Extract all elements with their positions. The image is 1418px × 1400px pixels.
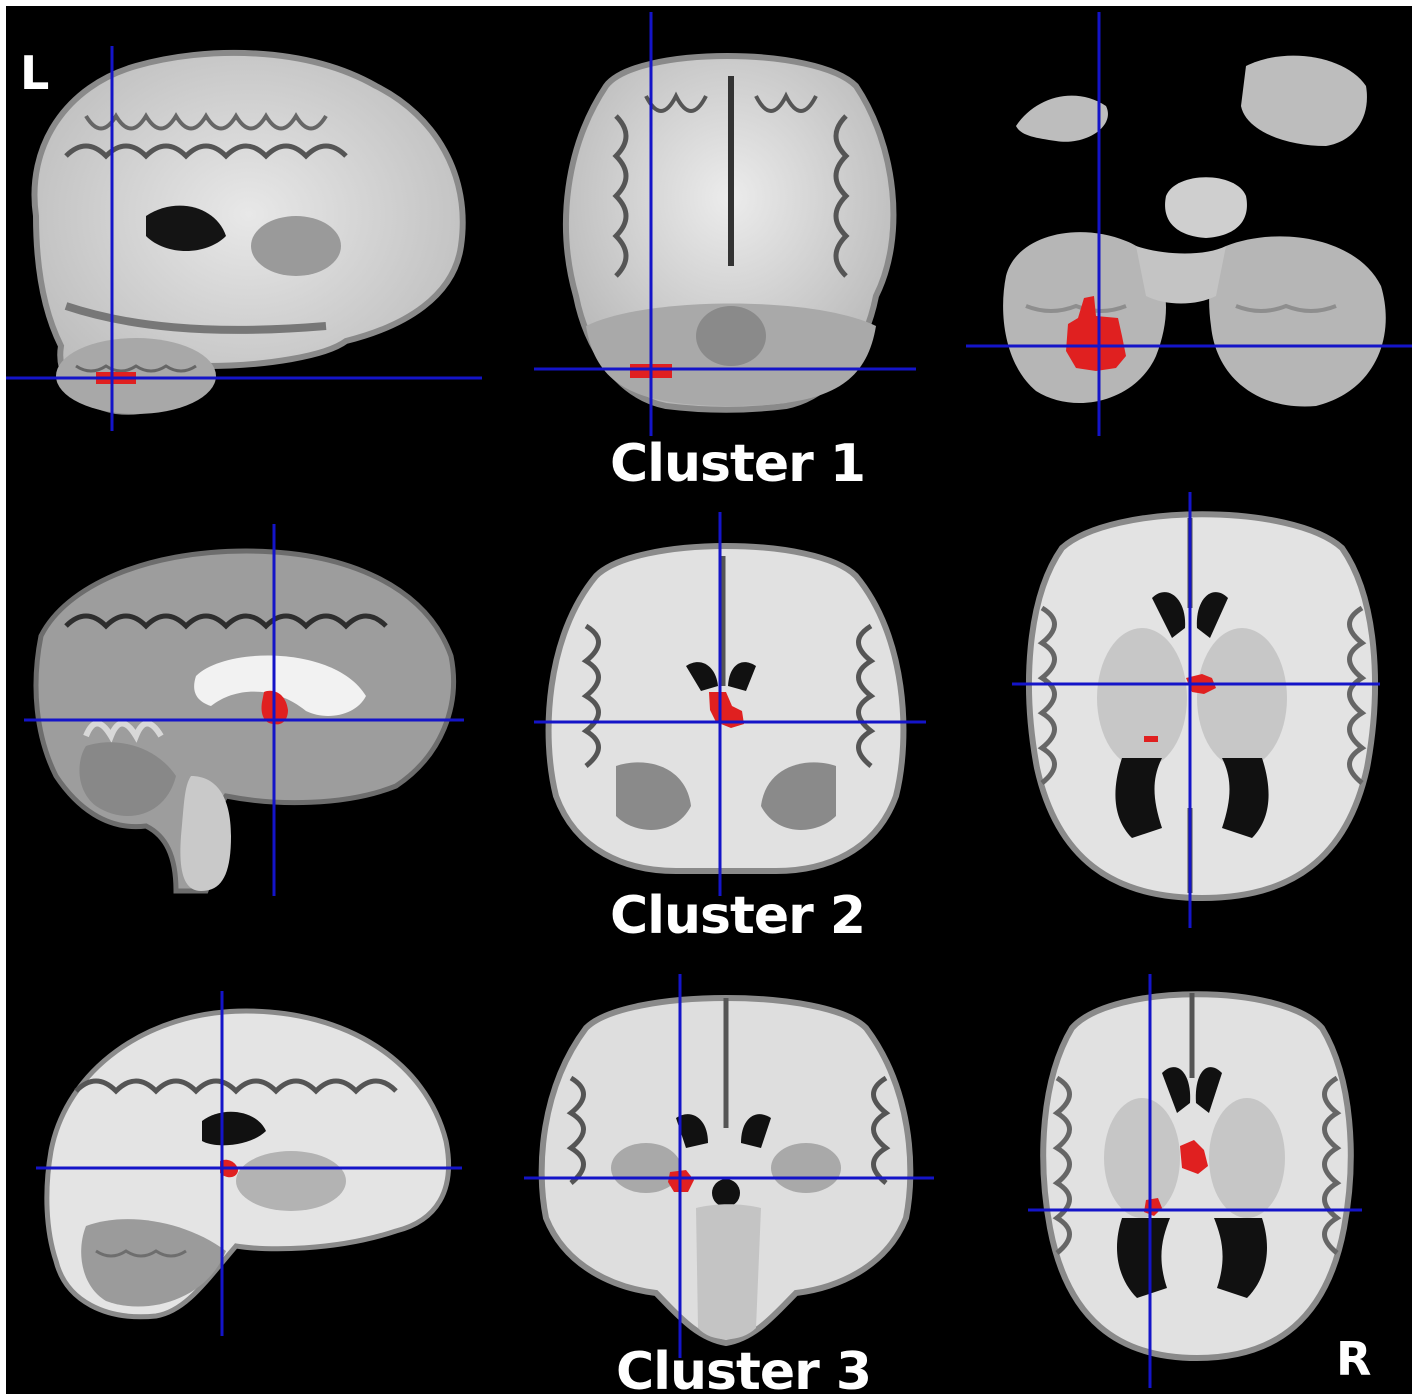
right-orientation-label: R: [1336, 1332, 1372, 1386]
cluster-3-axial-slice: [1022, 968, 1372, 1388]
cluster-3-sagittal-slice: [6, 981, 486, 1356]
cluster-2-sagittal-slice: [6, 506, 486, 906]
cluster-1-coronal-slice: [526, 6, 926, 446]
left-orientation-label: L: [20, 46, 50, 100]
cluster-1-axial-slice: [966, 6, 1412, 446]
cluster-1-caption: Cluster 1: [610, 434, 866, 494]
cluster-3-coronal-slice: [516, 968, 936, 1368]
cluster-2-axial-slice: [1002, 488, 1402, 928]
cluster-2-coronal-slice: [526, 506, 926, 906]
cluster-3-caption: Cluster 3: [616, 1342, 872, 1394]
mri-figure: Cluster 1: [6, 6, 1412, 1394]
cluster-1-sagittal-slice: [6, 6, 496, 446]
cluster-2-caption: Cluster 2: [610, 886, 866, 946]
